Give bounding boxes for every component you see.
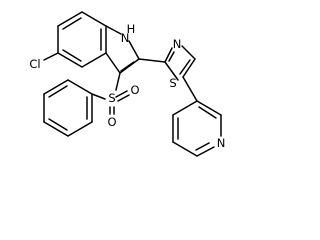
pyridine-n-label: N xyxy=(217,136,226,150)
thiazole-pyridine-bond xyxy=(182,76,198,102)
sulfonyl-o-lower-label: O xyxy=(107,115,116,129)
indole-pyrrole-ring xyxy=(105,25,140,74)
sulfonyl-s-label: S xyxy=(108,91,115,105)
sulfonyl-o-upper-label: O xyxy=(130,83,139,97)
sulfonyl-group xyxy=(91,72,130,115)
pyridine-ring xyxy=(172,100,222,157)
indole-n-label: N xyxy=(121,31,130,45)
phenyl-ring xyxy=(43,79,93,137)
thiazole-n-label: N xyxy=(173,37,182,51)
chlorine-bond xyxy=(43,52,59,61)
chlorine-label: Cl xyxy=(29,57,40,71)
thiazole-s-label: S xyxy=(169,76,176,90)
thiazole-ring xyxy=(164,45,196,81)
chemical-structure-diagram: Cl H N N S S O O N xyxy=(29,11,226,157)
indole-nh-label: H xyxy=(127,22,136,36)
indole-thiazole-bond xyxy=(138,58,166,63)
indole-benzene-ring xyxy=(57,11,107,68)
